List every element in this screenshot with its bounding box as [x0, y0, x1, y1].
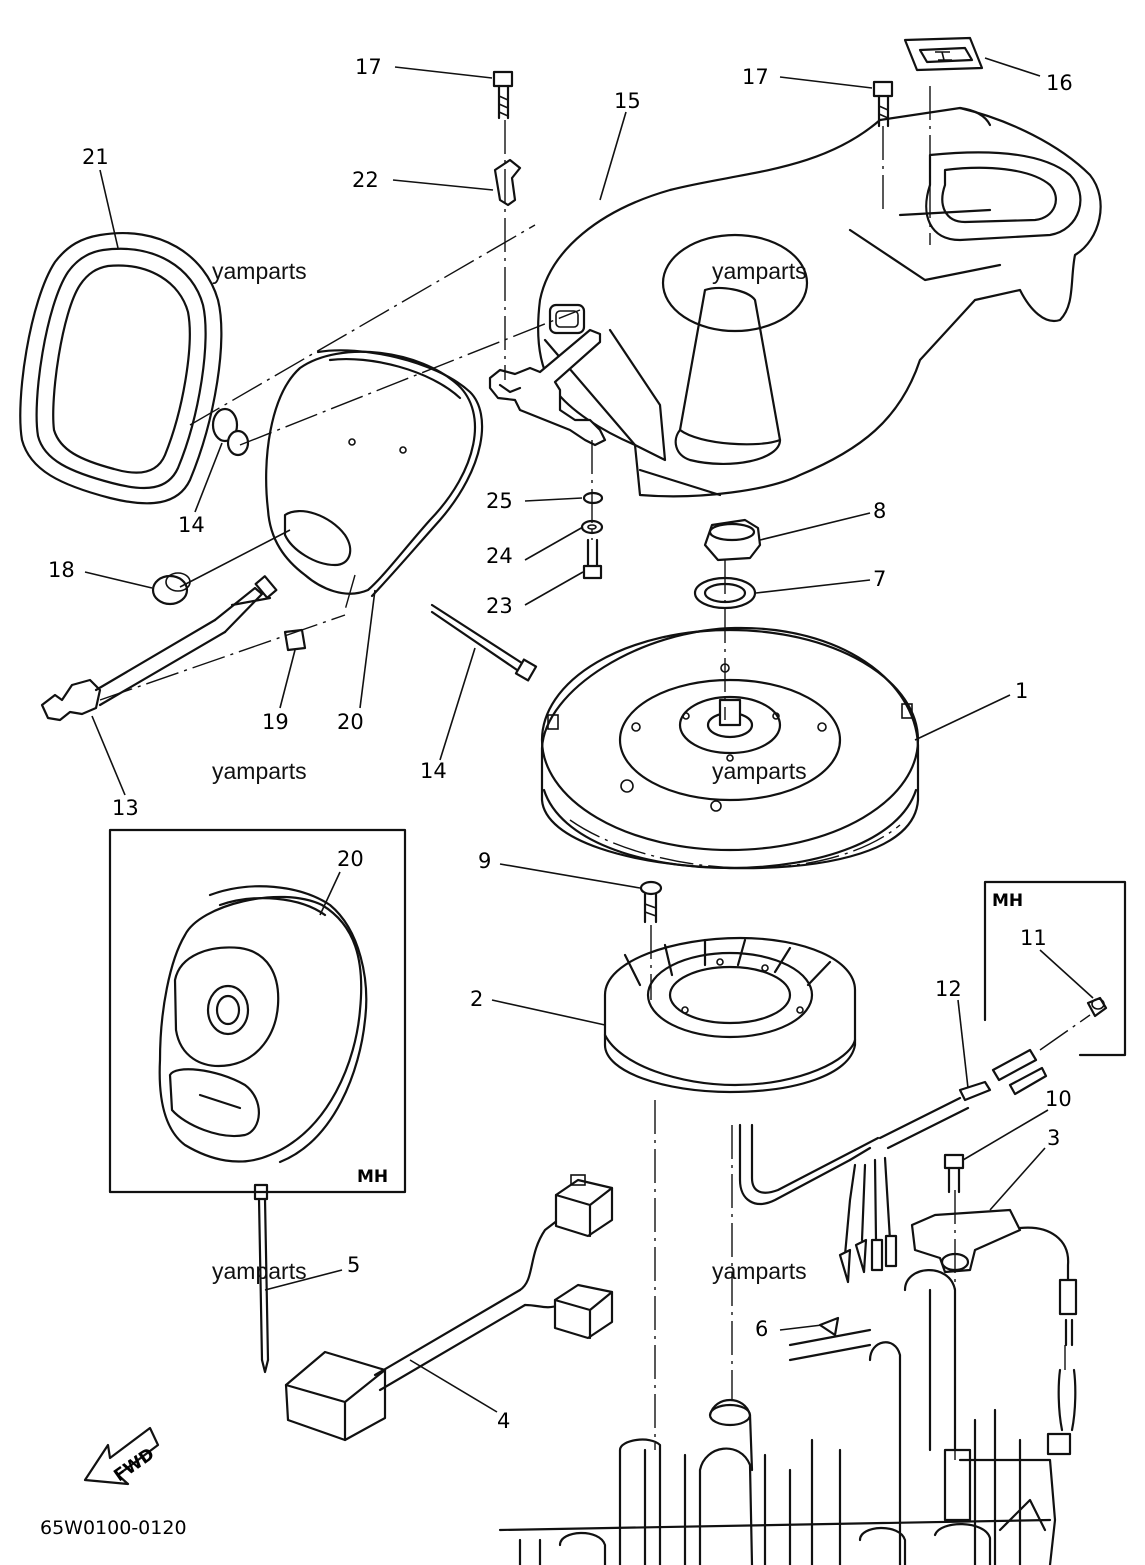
callout-14: 14 — [178, 513, 205, 537]
callout-4: 4 — [497, 1409, 510, 1433]
part-21-gasket — [19, 232, 223, 505]
callout-25: 25 — [486, 489, 513, 513]
watermark: yamparts — [212, 1258, 307, 1284]
callout-24: 24 — [486, 544, 513, 568]
part-11-cap — [1086, 996, 1108, 1018]
part-18-plug — [151, 572, 191, 606]
callout-19: 19 — [262, 710, 289, 734]
callout-22: 22 — [352, 168, 379, 192]
callout-14: 14 — [420, 759, 447, 783]
bracket-assembly — [488, 328, 607, 447]
engine-block — [498, 1269, 1057, 1565]
callout-17: 17 — [742, 65, 769, 89]
part-17-bolt-left — [492, 70, 514, 120]
callout-3: 3 — [1047, 1126, 1060, 1150]
watermark: yamparts — [712, 758, 807, 784]
callout-21: 21 — [82, 145, 109, 169]
callout-23: 23 — [486, 594, 513, 618]
part-12-connectors — [958, 1048, 1048, 1102]
callout-10: 10 — [1045, 1087, 1072, 1111]
fwd-arrow-icon — [83, 1426, 160, 1486]
part-15-flywheel-cover — [537, 106, 1102, 498]
callout-1: 1 — [1015, 679, 1028, 703]
part-1-flywheel — [540, 626, 920, 870]
part-6-clip — [818, 1316, 840, 1337]
mh-tag: MH — [357, 1167, 388, 1187]
part-20-cover — [265, 349, 484, 598]
leader-lines — [84, 57, 1094, 1413]
inset-mh-box-right — [983, 880, 1127, 1057]
callout-6: 6 — [755, 1317, 768, 1341]
part-2-stator — [603, 936, 857, 1094]
callout-5: 5 — [347, 1253, 360, 1277]
part-22-clip — [493, 158, 522, 207]
part-17-bolt-right — [872, 80, 894, 128]
callout-20: 20 — [337, 710, 364, 734]
watermark: yamparts — [712, 258, 807, 284]
watermark: yamparts — [712, 1258, 807, 1284]
callout-18: 18 — [48, 558, 75, 582]
part-9-bolt — [639, 880, 663, 924]
callout-7: 7 — [873, 567, 886, 591]
watermark: yamparts — [212, 258, 307, 284]
part-25-washer — [582, 491, 604, 505]
part-19-tag — [283, 628, 307, 652]
callout-20: 20 — [337, 847, 364, 871]
callout-13: 13 — [112, 796, 139, 820]
callout-9: 9 — [478, 849, 491, 873]
callout-16: 16 — [1046, 71, 1073, 95]
inset-mh-cover — [108, 828, 407, 1194]
callout-2: 2 — [470, 987, 483, 1011]
part-3-pulser-coil — [910, 1208, 1078, 1456]
part-5-tie-wrap — [253, 1183, 270, 1374]
callout-11: 11 — [1020, 926, 1047, 950]
part-14-tie-wrap — [430, 603, 538, 682]
watermark: yamparts — [212, 758, 307, 784]
callout-17: 17 — [355, 55, 382, 79]
part-8-nut — [703, 518, 762, 562]
part-16-label-plate — [903, 36, 984, 72]
part-4-cdi-unit — [284, 1174, 614, 1442]
part-23-bolt — [582, 538, 603, 580]
mh-tag: MH — [992, 891, 1023, 911]
part-number: 65W0100-0120 — [40, 1517, 187, 1539]
callout-12: 12 — [935, 977, 962, 1001]
part-14-grommet-top — [211, 407, 250, 457]
callout-15: 15 — [614, 89, 641, 113]
assembly-centerlines — [99, 86, 1091, 1460]
part-10-bolt — [943, 1153, 965, 1194]
callout-8: 8 — [873, 499, 886, 523]
stator-lead — [738, 1096, 970, 1284]
